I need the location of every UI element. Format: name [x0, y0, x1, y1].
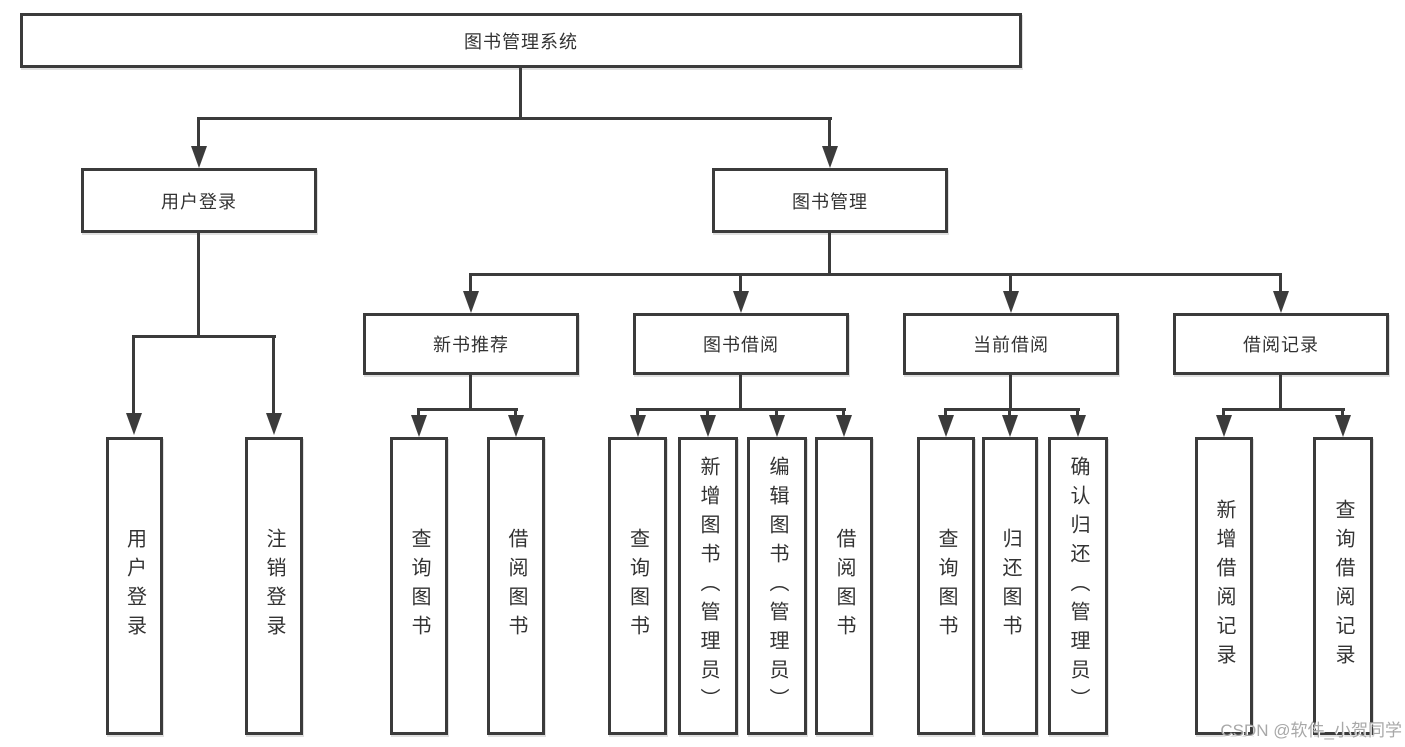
- edge-drop-book-borrow: [739, 273, 742, 293]
- arrowhead-book-management: [822, 146, 838, 168]
- node-label: 新增图书（管理员）: [697, 455, 719, 717]
- node-leaf-nb-query-books: 查询图书: [390, 437, 448, 735]
- arrowhead-bb-add: [700, 415, 716, 437]
- edge-drop-new-book-recommend: [469, 273, 472, 293]
- edge-br-stem: [1279, 375, 1282, 411]
- node-leaf-cb-confirm-return-admin: 确认归还（管理员）: [1048, 437, 1108, 735]
- arrowhead-bb-edit: [769, 415, 785, 437]
- arrowhead-leaf-user-login: [126, 413, 142, 435]
- node-user-login: 用户登录: [81, 168, 317, 233]
- arrowhead-cb-query: [938, 415, 954, 437]
- node-label: 确认归还（管理员）: [1067, 455, 1089, 717]
- node-label: 查询图书: [935, 528, 957, 644]
- node-leaf-br-query-record: 查询借阅记录: [1313, 437, 1373, 735]
- arrowhead-user-login: [191, 146, 207, 168]
- edge-root-branch: [197, 117, 832, 120]
- edge-drop-book-management: [828, 117, 831, 150]
- edge-user-login-branch: [132, 335, 276, 338]
- edge-user-login-stem: [197, 233, 200, 337]
- edge-drop-cb-query: [944, 408, 947, 420]
- edge-drop-leaf-user-login: [132, 335, 135, 417]
- node-root: 图书管理系统: [20, 13, 1022, 68]
- node-label: 新增借阅记录: [1213, 499, 1235, 673]
- edge-drop-br-query: [1341, 408, 1344, 420]
- edge-drop-user-login: [197, 117, 200, 150]
- node-leaf-nb-borrow-books: 借阅图书: [487, 437, 545, 735]
- node-label: 查询图书: [626, 528, 649, 644]
- edge-cb-stem: [1009, 375, 1012, 411]
- node-label: 注销登录: [263, 528, 285, 644]
- node-label: 归还图书: [999, 528, 1021, 644]
- node-label: 借阅图书: [505, 528, 527, 644]
- edge-nb-branch: [417, 408, 518, 411]
- arrowhead-br-query: [1335, 415, 1351, 437]
- node-book-management: 图书管理: [712, 168, 948, 233]
- node-borrow-records: 借阅记录: [1173, 313, 1389, 375]
- node-leaf-user-login: 用户登录: [106, 437, 163, 735]
- edge-drop-bb-borrow: [842, 408, 845, 420]
- arrowhead-cb-confirm: [1070, 415, 1086, 437]
- node-leaf-cb-query-books: 查询图书: [917, 437, 975, 735]
- edge-nb-stem: [469, 375, 472, 411]
- node-current-borrow: 当前借阅: [903, 313, 1119, 375]
- edge-drop-nb-query: [417, 408, 420, 420]
- node-label: 编辑图书（管理员）: [766, 455, 788, 717]
- arrowhead-nb-query: [411, 415, 427, 437]
- arrowhead-leaf-logout: [266, 413, 282, 435]
- edge-root-stem: [519, 68, 522, 117]
- node-leaf-bb-add-books-admin: 新增图书（管理员）: [678, 437, 738, 735]
- node-leaf-br-add-record: 新增借阅记录: [1195, 437, 1253, 735]
- csdn-watermark: CSDN @软件_小贺同学: [1220, 721, 1402, 740]
- node-leaf-bb-borrow-books: 借阅图书: [815, 437, 873, 735]
- arrowhead-borrow-records: [1273, 291, 1289, 313]
- node-label: 查询图书: [408, 528, 430, 644]
- node-label: 新书推荐: [433, 335, 509, 355]
- edge-drop-cb-confirm: [1076, 408, 1079, 420]
- node-leaf-bb-edit-books-admin: 编辑图书（管理员）: [747, 437, 807, 735]
- node-label: 借阅记录: [1243, 335, 1319, 355]
- edge-drop-bb-add: [706, 408, 709, 420]
- node-label: 借阅图书: [833, 528, 855, 644]
- node-leaf-cb-return-books: 归还图书: [982, 437, 1038, 735]
- node-label: 图书管理: [792, 191, 868, 212]
- node-book-borrow: 图书借阅: [633, 313, 849, 375]
- edge-drop-borrow-records: [1279, 273, 1282, 293]
- node-label: 当前借阅: [973, 335, 1049, 355]
- arrowhead-bb-borrow: [836, 415, 852, 437]
- arrowhead-cb-return: [1002, 415, 1018, 437]
- edge-drop-leaf-logout: [272, 335, 275, 417]
- arrowhead-nb-borrow: [508, 415, 524, 437]
- arrowhead-br-add: [1216, 415, 1232, 437]
- node-label: 图书管理系统: [464, 31, 578, 52]
- edge-drop-nb-borrow: [514, 408, 517, 420]
- edge-drop-bb-query: [636, 408, 639, 420]
- edge-book-management-branch: [469, 273, 1282, 276]
- node-label: 图书借阅: [703, 335, 779, 355]
- node-label: 用户登录: [161, 191, 237, 212]
- edge-br-branch: [1222, 408, 1345, 411]
- arrowhead-book-borrow: [733, 291, 749, 313]
- edge-drop-current-borrow: [1009, 273, 1012, 293]
- edge-cb-branch: [944, 408, 1080, 411]
- node-label: 用户登录: [123, 528, 146, 644]
- edge-bb-stem: [739, 375, 742, 411]
- arrowhead-bb-query: [630, 415, 646, 437]
- arrowhead-current-borrow: [1003, 291, 1019, 313]
- edge-book-management-stem: [828, 233, 831, 276]
- arrowhead-new-book-recommend: [463, 291, 479, 313]
- node-leaf-logout: 注销登录: [245, 437, 303, 735]
- node-label: 查询借阅记录: [1332, 499, 1354, 673]
- edge-drop-cb-return: [1008, 408, 1011, 420]
- edge-drop-bb-edit: [775, 408, 778, 420]
- edge-bb-branch: [636, 408, 846, 411]
- node-new-book-recommend: 新书推荐: [363, 313, 579, 375]
- edge-drop-br-add: [1222, 408, 1225, 420]
- node-leaf-bb-query-books: 查询图书: [608, 437, 667, 735]
